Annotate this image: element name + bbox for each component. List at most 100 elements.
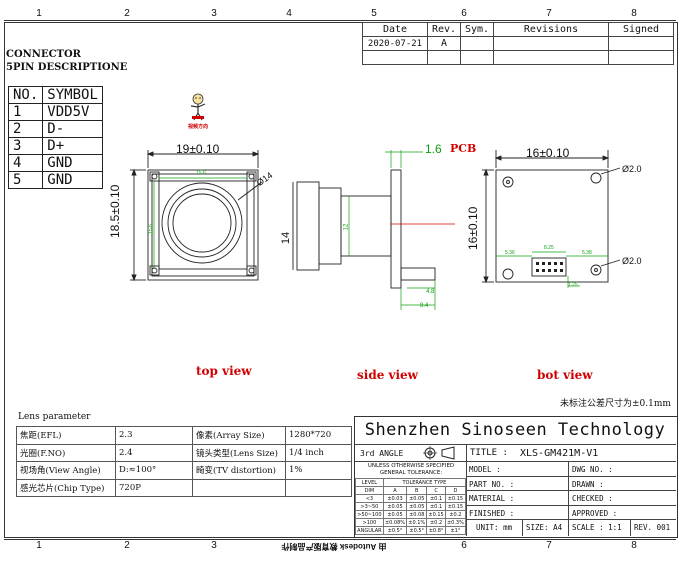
lens-table: 焦距(EFL) 2.3 像素(Array Size) 1280*720 光圈(F… <box>16 426 352 497</box>
tol-col: DIM <box>355 486 384 495</box>
tolerance-note: 未标注公差尺寸为±0.1mm <box>560 399 671 409</box>
field-unit-label: UNIT: <box>476 523 499 532</box>
field-approved: APPROVED : <box>572 509 618 518</box>
zone-label: 6 <box>461 540 467 551</box>
side-conn-w1: 4.8 <box>426 289 435 295</box>
tol-cell: ±1° <box>444 526 467 535</box>
lens-value <box>285 478 352 497</box>
title-value: XLS-GM421M-V1 <box>520 448 599 459</box>
side-pcb-label: PCB <box>450 142 477 155</box>
mascot-caption: 视频方向 <box>187 124 208 130</box>
tolerance-header-line1: UNLESS OTHERWISE SPECIFIED <box>367 463 455 469</box>
lens-label: 感光芯片(Chip Type) <box>16 478 116 497</box>
rev-signed <box>608 36 674 51</box>
pin-symbol: VDD5V <box>42 103 103 121</box>
tol-cell: >100 <box>355 518 384 527</box>
side-depth-dim: 12 <box>343 223 350 231</box>
pin-col-no: NO. <box>7 86 44 104</box>
pin-symbol: GND <box>42 154 103 172</box>
tol-cell: ±0.05 <box>382 510 408 519</box>
lens-label: 像素(Array Size) <box>192 426 286 445</box>
pin-symbol: D- <box>42 120 103 138</box>
tol-cell: ±0.15 <box>426 510 446 519</box>
tol-cell: <3 <box>355 494 384 503</box>
revision-row: 2020-07-21 A <box>362 36 674 51</box>
revision-row-empty <box>362 50 674 65</box>
lens-row: 感光芯片(Chip Type) 720P <box>16 478 352 497</box>
tol-cell: ±0.03 <box>382 494 408 503</box>
zone-label: 2 <box>124 8 130 19</box>
pin-no: 3 <box>7 137 44 155</box>
tol-type: TOLERANCE TYPE <box>382 478 467 487</box>
zone-label: 3 <box>211 540 217 551</box>
tol-cell: >3~50 <box>355 502 384 511</box>
side-pcb-thickness: 1.6 <box>425 142 442 156</box>
bottom-view-label: bot view <box>537 368 593 382</box>
bottom-d1-dim: 5.36 <box>505 250 515 256</box>
zone-label: 2 <box>124 540 130 551</box>
pin-no: 1 <box>7 103 44 121</box>
tol-cell: ±0.08% <box>382 518 408 527</box>
watermark-text: 由 Autodesk 教育版产品制作 <box>281 542 387 551</box>
field-scale-label: SCALE : <box>572 523 604 532</box>
top-zone-labels: 1 2 3 4 5 6 7 8 <box>4 8 676 20</box>
field-model: MODEL : <box>469 465 501 474</box>
pin-no: 5 <box>7 171 44 189</box>
bottom-d4-dim: 1.25 <box>568 282 578 288</box>
top-view-drawing <box>130 150 263 282</box>
zone-label: 3 <box>211 8 217 19</box>
rev-letter: A <box>427 36 461 51</box>
lens-value: 1% <box>285 461 352 480</box>
tol-cell: >50~100 <box>355 510 384 519</box>
field-unit: UNIT: mm <box>476 523 512 532</box>
field-material: MATERIAL : <box>469 494 515 503</box>
zone-label: 7 <box>546 540 552 551</box>
top-height-dim: 18.5±0.10 <box>108 184 122 238</box>
side-conn-w2: 8.4 <box>420 303 429 309</box>
tol-cell: ±0.1% <box>406 518 428 527</box>
field-finished: FINISHED : <box>469 509 515 518</box>
tol-cell: ±0.8° <box>426 526 446 535</box>
lens-label <box>192 478 286 497</box>
revision-table: Date Rev. Sym. Revisions Signed 2020-07-… <box>362 22 674 65</box>
connector-subtitle: 5PIN DESCRIPTIONE <box>6 62 128 73</box>
side-view-label: side view <box>357 368 419 382</box>
tol-cell: ±0.05 <box>406 494 428 503</box>
rev-col-sym: Sym. <box>460 22 494 37</box>
top-view-label: top view <box>196 364 252 378</box>
lens-title: Lens parameter <box>18 412 91 422</box>
bottom-d2-dim: 8.25 <box>544 245 554 251</box>
tol-col: D <box>444 486 467 495</box>
tol-cell: ANGULAR <box>355 526 384 535</box>
tol-col: C <box>426 486 446 495</box>
lens-label: 焦距(EFL) <box>16 426 116 445</box>
pin-col-symbol: SYMBOL <box>42 86 103 104</box>
field-size: SIZE: A4 <box>526 523 562 532</box>
field-scale: SCALE : 1:1 <box>572 523 622 532</box>
tol-cell: ±0.1 <box>426 502 446 511</box>
tol-col: B <box>406 486 428 495</box>
pin-symbol: D+ <box>42 137 103 155</box>
field-scale-value: 1:1 <box>608 523 622 532</box>
revision-header-row: Date Rev. Sym. Revisions Signed <box>362 22 674 37</box>
pin-header-row: NO. SYMBOL <box>7 86 103 104</box>
field-size-label: SIZE: <box>526 523 549 532</box>
tol-cell: ±0.2 <box>444 510 467 519</box>
projection-angle: 3rd ANGLE <box>360 449 404 458</box>
rev-col-date: Date <box>362 22 428 37</box>
rev-desc <box>493 36 609 51</box>
rev-col-revisions: Revisions <box>493 22 609 37</box>
lens-value: 2.4 <box>115 443 193 462</box>
connector-heading: CONNECTOR 5PIN DESCRIPTIONE <box>6 48 127 74</box>
tol-cell: ±0.05 <box>382 502 408 511</box>
zone-label: 8 <box>631 8 637 19</box>
company-name: Shenzhen Sinoseen Technology <box>364 420 666 440</box>
lens-label: 视场角(View Angle) <box>16 461 116 480</box>
tol-level: LEVEL <box>355 478 384 487</box>
pin-no: 2 <box>7 120 44 138</box>
field-rev: REV. 001 <box>634 523 671 532</box>
